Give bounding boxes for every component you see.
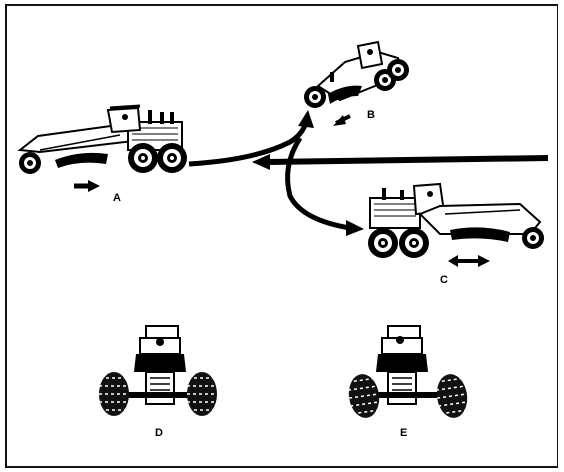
- grader-e: E: [345, 325, 471, 439]
- label-c: C: [440, 274, 448, 286]
- label-d: D: [155, 427, 163, 439]
- label-b: B: [367, 109, 375, 121]
- grader-b: B: [304, 40, 409, 126]
- figure-border: [5, 4, 558, 468]
- label-a: A: [113, 192, 121, 204]
- flow-arrows: [188, 110, 549, 236]
- label-e: E: [400, 427, 407, 439]
- grader-a: A: [17, 104, 187, 204]
- grader-c: C: [368, 182, 544, 286]
- grader-d: D: [98, 325, 218, 439]
